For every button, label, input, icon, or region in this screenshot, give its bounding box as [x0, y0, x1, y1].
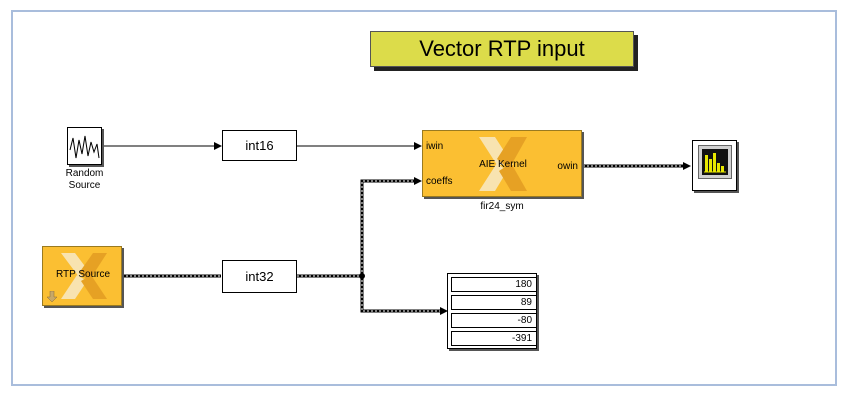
aie-kernel-label: AIE Kernel [479, 159, 527, 170]
display-value: 89 [451, 295, 537, 310]
aie-kernel-block[interactable]: iwin coeffs owin AIE Kernel [422, 130, 582, 197]
port-owin: owin [557, 161, 578, 172]
rtp-source-label: RTP Source [55, 269, 111, 280]
random-source-label: Random Source [65, 168, 104, 191]
random-source-block[interactable] [67, 127, 102, 165]
display-value: -391 [451, 331, 537, 346]
model-canvas [11, 10, 837, 386]
branch-point [359, 273, 365, 279]
aie-kernel-name: fir24_sym [480, 201, 524, 212]
download-arrow-icon [46, 291, 58, 303]
port-iwin: iwin [426, 141, 444, 152]
wire-branch-to-coeffs [360, 177, 422, 276]
scope-icon [698, 145, 732, 179]
title-annotation[interactable]: Vector RTP input [370, 31, 634, 67]
rtp-source-block[interactable]: RTP Source [42, 246, 122, 306]
xilinx-logo-icon [479, 137, 527, 191]
xilinx-logo-icon [61, 253, 107, 299]
wire-owin-to-scope [583, 162, 691, 170]
random-waveform-icon [69, 135, 100, 159]
wire-branch-to-display [360, 276, 448, 315]
int32-block[interactable]: int32 [222, 260, 297, 293]
display-block[interactable]: 180 89 -80 -391 [447, 273, 537, 349]
scope-block[interactable] [692, 140, 737, 191]
port-coeffs: coeffs [426, 176, 453, 187]
display-value: -80 [451, 313, 537, 328]
int16-label: int16 [245, 138, 274, 153]
int16-block[interactable]: int16 [222, 130, 297, 161]
display-value: 180 [451, 277, 537, 292]
int32-label: int32 [245, 269, 274, 284]
